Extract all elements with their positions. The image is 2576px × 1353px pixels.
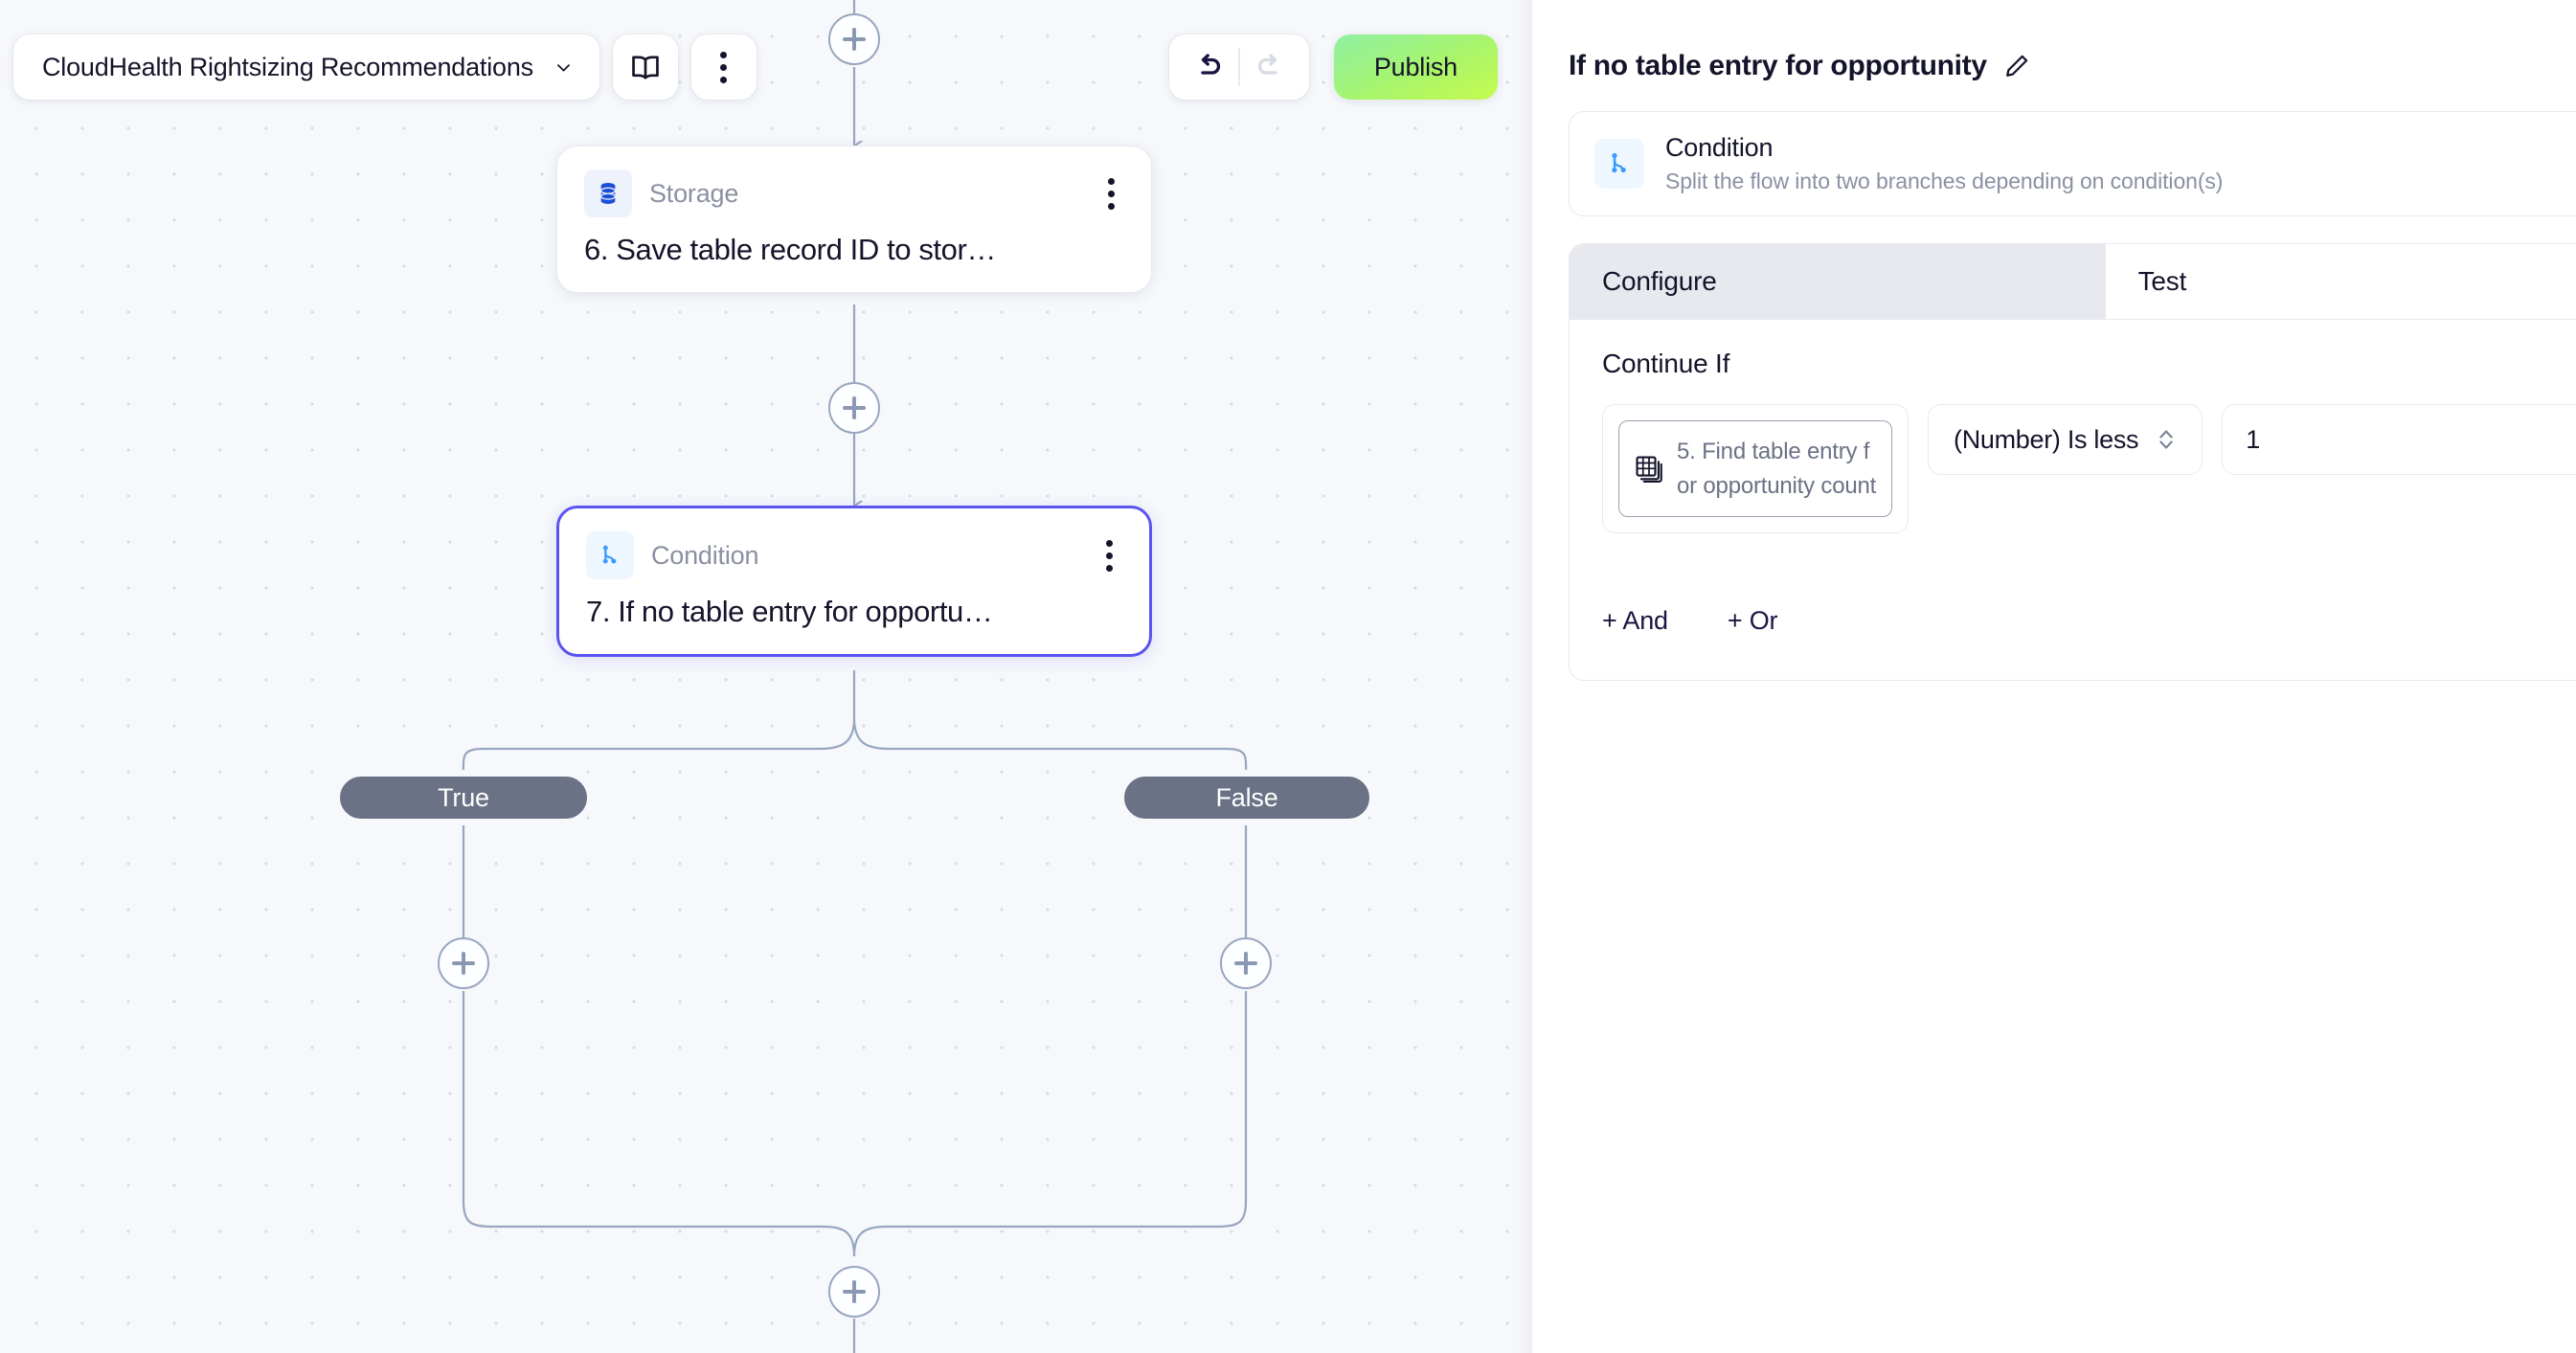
chevron-updown-icon: [2159, 430, 2173, 449]
node-menu-button[interactable]: [1096, 534, 1122, 577]
variable-token-label: 5. Find table entry for opportunity coun…: [1677, 439, 1877, 499]
undo-redo-group: [1169, 34, 1309, 100]
details-panel: If no table entry for opportunity: [1532, 0, 2576, 1353]
undo-button[interactable]: [1179, 40, 1238, 94]
configuration-card: Configure Test Continue If: [1569, 243, 2576, 682]
add-step-button-false-branch[interactable]: [1220, 937, 1272, 989]
branch-icon: [1594, 139, 1644, 189]
panel-header: If no table entry for opportunity: [1569, 0, 2576, 107]
add-and-condition-button[interactable]: + And: [1602, 606, 1668, 636]
add-step-button-after-storage[interactable]: [828, 382, 880, 434]
redo-button[interactable]: [1240, 40, 1299, 94]
toolbar-divider: [1238, 48, 1240, 86]
node-title: 6. Save table record ID to stor…: [584, 233, 997, 266]
table-stack-icon: [1633, 453, 1665, 485]
node-header: Condition: [586, 531, 1122, 579]
add-step-button-merge[interactable]: [828, 1266, 880, 1318]
condition-operator-value: (Number) Is less: [1954, 424, 2139, 454]
branch-label-false[interactable]: False: [1118, 770, 1376, 825]
condition-operator-select[interactable]: (Number) Is less: [1928, 404, 2203, 475]
documentation-button[interactable]: [612, 34, 678, 100]
canvas-more-menu-button[interactable]: [690, 34, 757, 100]
node-info-name: Condition: [1665, 133, 1774, 162]
pencil-icon[interactable]: [2002, 52, 2031, 80]
branch-label-text: True: [438, 782, 489, 812]
page-title: If no table entry for opportunity: [1569, 50, 1987, 81]
continue-if-label: Continue If: [1602, 349, 1730, 378]
condition-left-operand-field[interactable]: 5. Find table entry for opportunity coun…: [1602, 404, 1909, 534]
node-info-description: Split the flow into two branches dependi…: [1665, 169, 2224, 193]
branch-icon: [586, 531, 634, 579]
panel-tabs: Configure Test: [1570, 244, 2576, 320]
node-info-text: Condition Split the flow into two branch…: [1665, 133, 2223, 194]
workflow-canvas[interactable]: CloudHealth Rightsizing Recommendations: [0, 0, 1532, 1353]
chevron-down-icon: [557, 63, 570, 72]
book-icon: [632, 56, 659, 79]
branch-label-true[interactable]: True: [333, 770, 594, 825]
condition-value-input[interactable]: [2222, 404, 2576, 475]
kebab-menu-icon: [720, 51, 728, 83]
workflow-name-label: CloudHealth Rightsizing Recommendations: [42, 52, 533, 81]
redo-arrow-icon: [1257, 54, 1277, 75]
logic-operator-buttons: + And + Or: [1602, 606, 2576, 636]
node-info-card: Condition Split the flow into two branch…: [1569, 111, 2576, 216]
database-icon: [584, 169, 632, 217]
tab-test[interactable]: Test: [2105, 244, 2576, 319]
add-step-button-true-branch[interactable]: [438, 937, 489, 989]
configure-tab-panel: Continue If: [1570, 320, 2576, 680]
variable-token[interactable]: 5. Find table entry for opportunity coun…: [1618, 420, 1892, 518]
node-header: Storage: [584, 169, 1124, 217]
node-type-label: Storage: [649, 178, 739, 208]
canvas-toolbar-left: CloudHealth Rightsizing Recommendations: [13, 34, 757, 100]
node-title: 7. If no table entry for opportu…: [586, 595, 993, 628]
condition-row: 5. Find table entry for opportunity coun…: [1602, 404, 2576, 534]
add-or-condition-button[interactable]: + Or: [1727, 606, 1778, 636]
tab-configure[interactable]: Configure: [1570, 244, 2106, 319]
add-step-button-top[interactable]: [828, 13, 880, 65]
node-type-label: Condition: [651, 540, 759, 570]
publish-button[interactable]: Publish: [1333, 34, 1498, 100]
branch-label-text: False: [1215, 782, 1278, 812]
node-card-storage[interactable]: Storage 6. Save table record ID to stor…: [556, 146, 1152, 293]
canvas-toolbar-right: Publish: [1169, 34, 1498, 100]
workflow-name-dropdown[interactable]: CloudHealth Rightsizing Recommendations: [13, 34, 599, 100]
undo-arrow-icon: [1201, 54, 1221, 75]
node-card-condition[interactable]: Condition 7. If no table entry for oppor…: [556, 506, 1152, 657]
edge-connectors: [462, 0, 1248, 1353]
node-menu-button[interactable]: [1098, 172, 1124, 215]
